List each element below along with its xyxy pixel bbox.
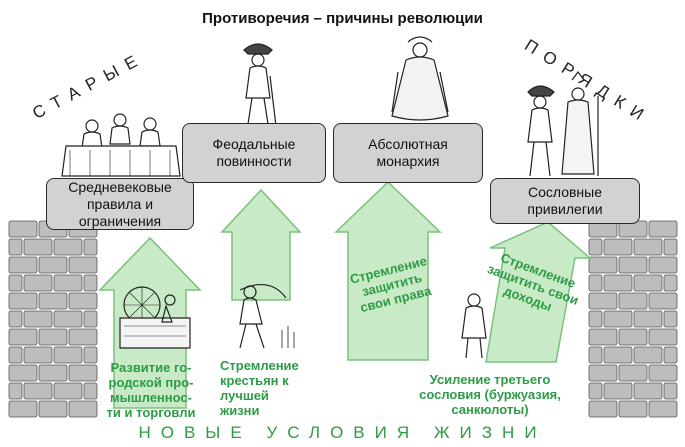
brick <box>8 382 23 400</box>
brick <box>68 400 98 418</box>
arrow-estate <box>485 221 593 363</box>
box-feudal-duties: Феодальные повинности <box>182 123 326 183</box>
brick <box>588 256 618 274</box>
box-estate-privileges: Сословные привилегии <box>490 178 640 224</box>
brick <box>23 382 53 400</box>
brick <box>588 274 603 292</box>
brick <box>588 400 618 418</box>
king-illustration <box>391 36 449 121</box>
brick <box>8 346 23 364</box>
brick <box>648 328 678 346</box>
label-peasant-aspiration: Стремление крестьян к лучшей жизни <box>220 358 299 418</box>
brick <box>68 292 98 310</box>
brick <box>648 256 678 274</box>
brick <box>648 364 678 382</box>
label-third-estate: Усиление третьего сословия (буржуазия, с… <box>419 372 561 417</box>
peasant-illustration <box>239 283 295 349</box>
brick <box>603 382 633 400</box>
brick <box>8 256 38 274</box>
brick <box>83 346 98 364</box>
brick <box>8 328 38 346</box>
left-brick-wall <box>8 220 98 418</box>
factory-machine-illustration <box>119 286 191 349</box>
brick <box>68 256 98 274</box>
brick <box>588 328 618 346</box>
brick <box>23 238 53 256</box>
clergy-noble-illustration <box>527 71 599 177</box>
brick <box>663 346 678 364</box>
brick <box>38 256 68 274</box>
brick <box>38 400 68 418</box>
brick <box>618 292 648 310</box>
brick <box>38 292 68 310</box>
brick <box>8 220 38 238</box>
brick <box>53 238 83 256</box>
brick <box>663 382 678 400</box>
brick <box>83 382 98 400</box>
brick <box>618 400 648 418</box>
brick <box>633 274 663 292</box>
brick <box>663 310 678 328</box>
brick <box>588 382 603 400</box>
brick <box>663 274 678 292</box>
brick <box>663 238 678 256</box>
brick <box>8 292 38 310</box>
brick <box>648 220 678 238</box>
footer-new-conditions: НОВЫЕ УСЛОВИЯ ЖИЗНИ <box>138 423 547 442</box>
brick <box>23 274 53 292</box>
brick <box>603 274 633 292</box>
brick <box>648 400 678 418</box>
brick <box>23 310 53 328</box>
brick <box>618 328 648 346</box>
brick <box>588 238 603 256</box>
brick <box>8 400 38 418</box>
brick <box>618 256 648 274</box>
brick <box>603 238 633 256</box>
brick <box>648 292 678 310</box>
box-medieval-rules: Средневековые правила и ограничения <box>46 178 194 230</box>
brick <box>633 382 663 400</box>
brick <box>8 310 23 328</box>
brick <box>603 346 633 364</box>
label-industry-development: Развитие го- родской про- мышленнос- ти … <box>106 360 196 420</box>
brick <box>633 310 663 328</box>
brick <box>8 364 38 382</box>
brick <box>23 346 53 364</box>
brick <box>53 346 83 364</box>
brick <box>83 274 98 292</box>
brick <box>603 310 633 328</box>
brick <box>38 328 68 346</box>
brick <box>53 382 83 400</box>
arrow-feudal <box>220 188 302 301</box>
brick <box>618 364 648 382</box>
brick <box>83 238 98 256</box>
page-title: Противоречия – причины революции <box>202 10 483 27</box>
brick <box>8 274 23 292</box>
brick <box>53 310 83 328</box>
brick <box>588 364 618 382</box>
box-absolute-monarchy: Абсолютная монархия <box>333 123 483 183</box>
brick <box>68 328 98 346</box>
banquet-table-illustration <box>61 113 181 177</box>
brick <box>588 292 618 310</box>
brick <box>68 364 98 382</box>
nobleman-illustration <box>243 43 277 127</box>
brick <box>38 364 68 382</box>
brick <box>8 238 23 256</box>
arrow-absolute <box>334 180 442 361</box>
brick <box>588 346 603 364</box>
brick <box>53 274 83 292</box>
brick <box>83 310 98 328</box>
bourgeois-illustration <box>461 293 487 359</box>
brick <box>633 238 663 256</box>
brick <box>588 310 603 328</box>
right-brick-wall <box>588 220 678 418</box>
brick <box>633 346 663 364</box>
